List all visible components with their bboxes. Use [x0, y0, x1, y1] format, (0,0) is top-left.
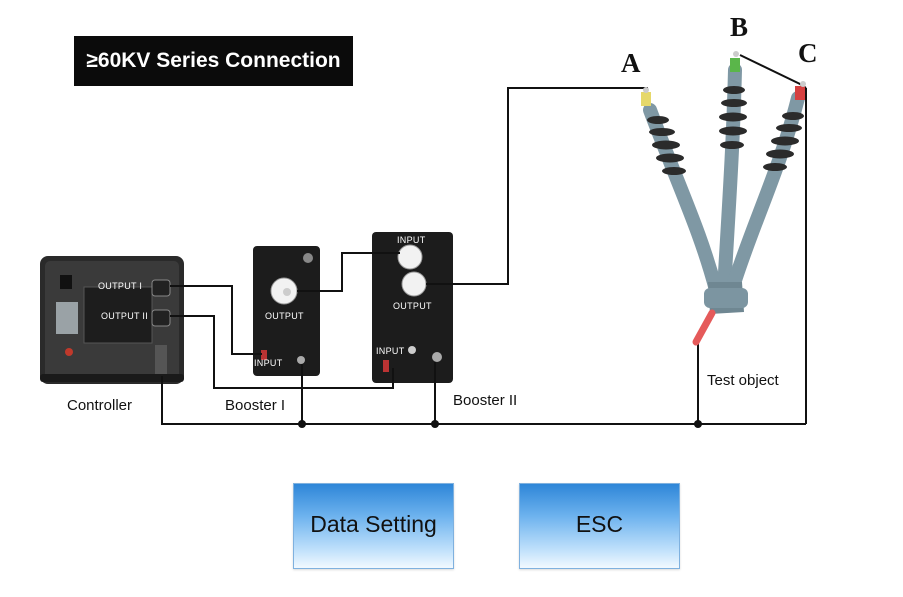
booster-1-label: Booster I: [225, 397, 286, 414]
data-setting-button[interactable]: Data Setting: [293, 483, 454, 569]
booster-2-output-label: OUTPUT: [393, 301, 432, 311]
test-object-label: Test object: [707, 372, 779, 389]
page-title: ≥60KV Series Connection: [74, 36, 353, 86]
phase-b-label: B: [730, 12, 749, 42]
booster-1-device: [253, 246, 320, 376]
booster-2-input-bottom-label: INPUT: [376, 346, 405, 356]
test-object: [641, 51, 806, 346]
booster-2-label: Booster II: [453, 392, 518, 409]
controller-device: [40, 256, 184, 384]
booster-1-input-label: INPUT: [254, 358, 283, 368]
phase-a-label: A: [621, 48, 641, 78]
controller-output-2-label: OUTPUT II: [101, 311, 149, 321]
controller-label: Controller: [67, 397, 133, 414]
wiring: [161, 54, 807, 425]
phase-c-label: C: [798, 38, 818, 68]
booster-2-input-top-label: INPUT: [397, 235, 426, 245]
ground-junctions: [298, 420, 702, 428]
esc-button[interactable]: ESC: [519, 483, 680, 569]
booster-1-output-label: OUTPUT: [265, 311, 304, 321]
controller-output-1-label: OUTPUT I: [98, 281, 143, 291]
